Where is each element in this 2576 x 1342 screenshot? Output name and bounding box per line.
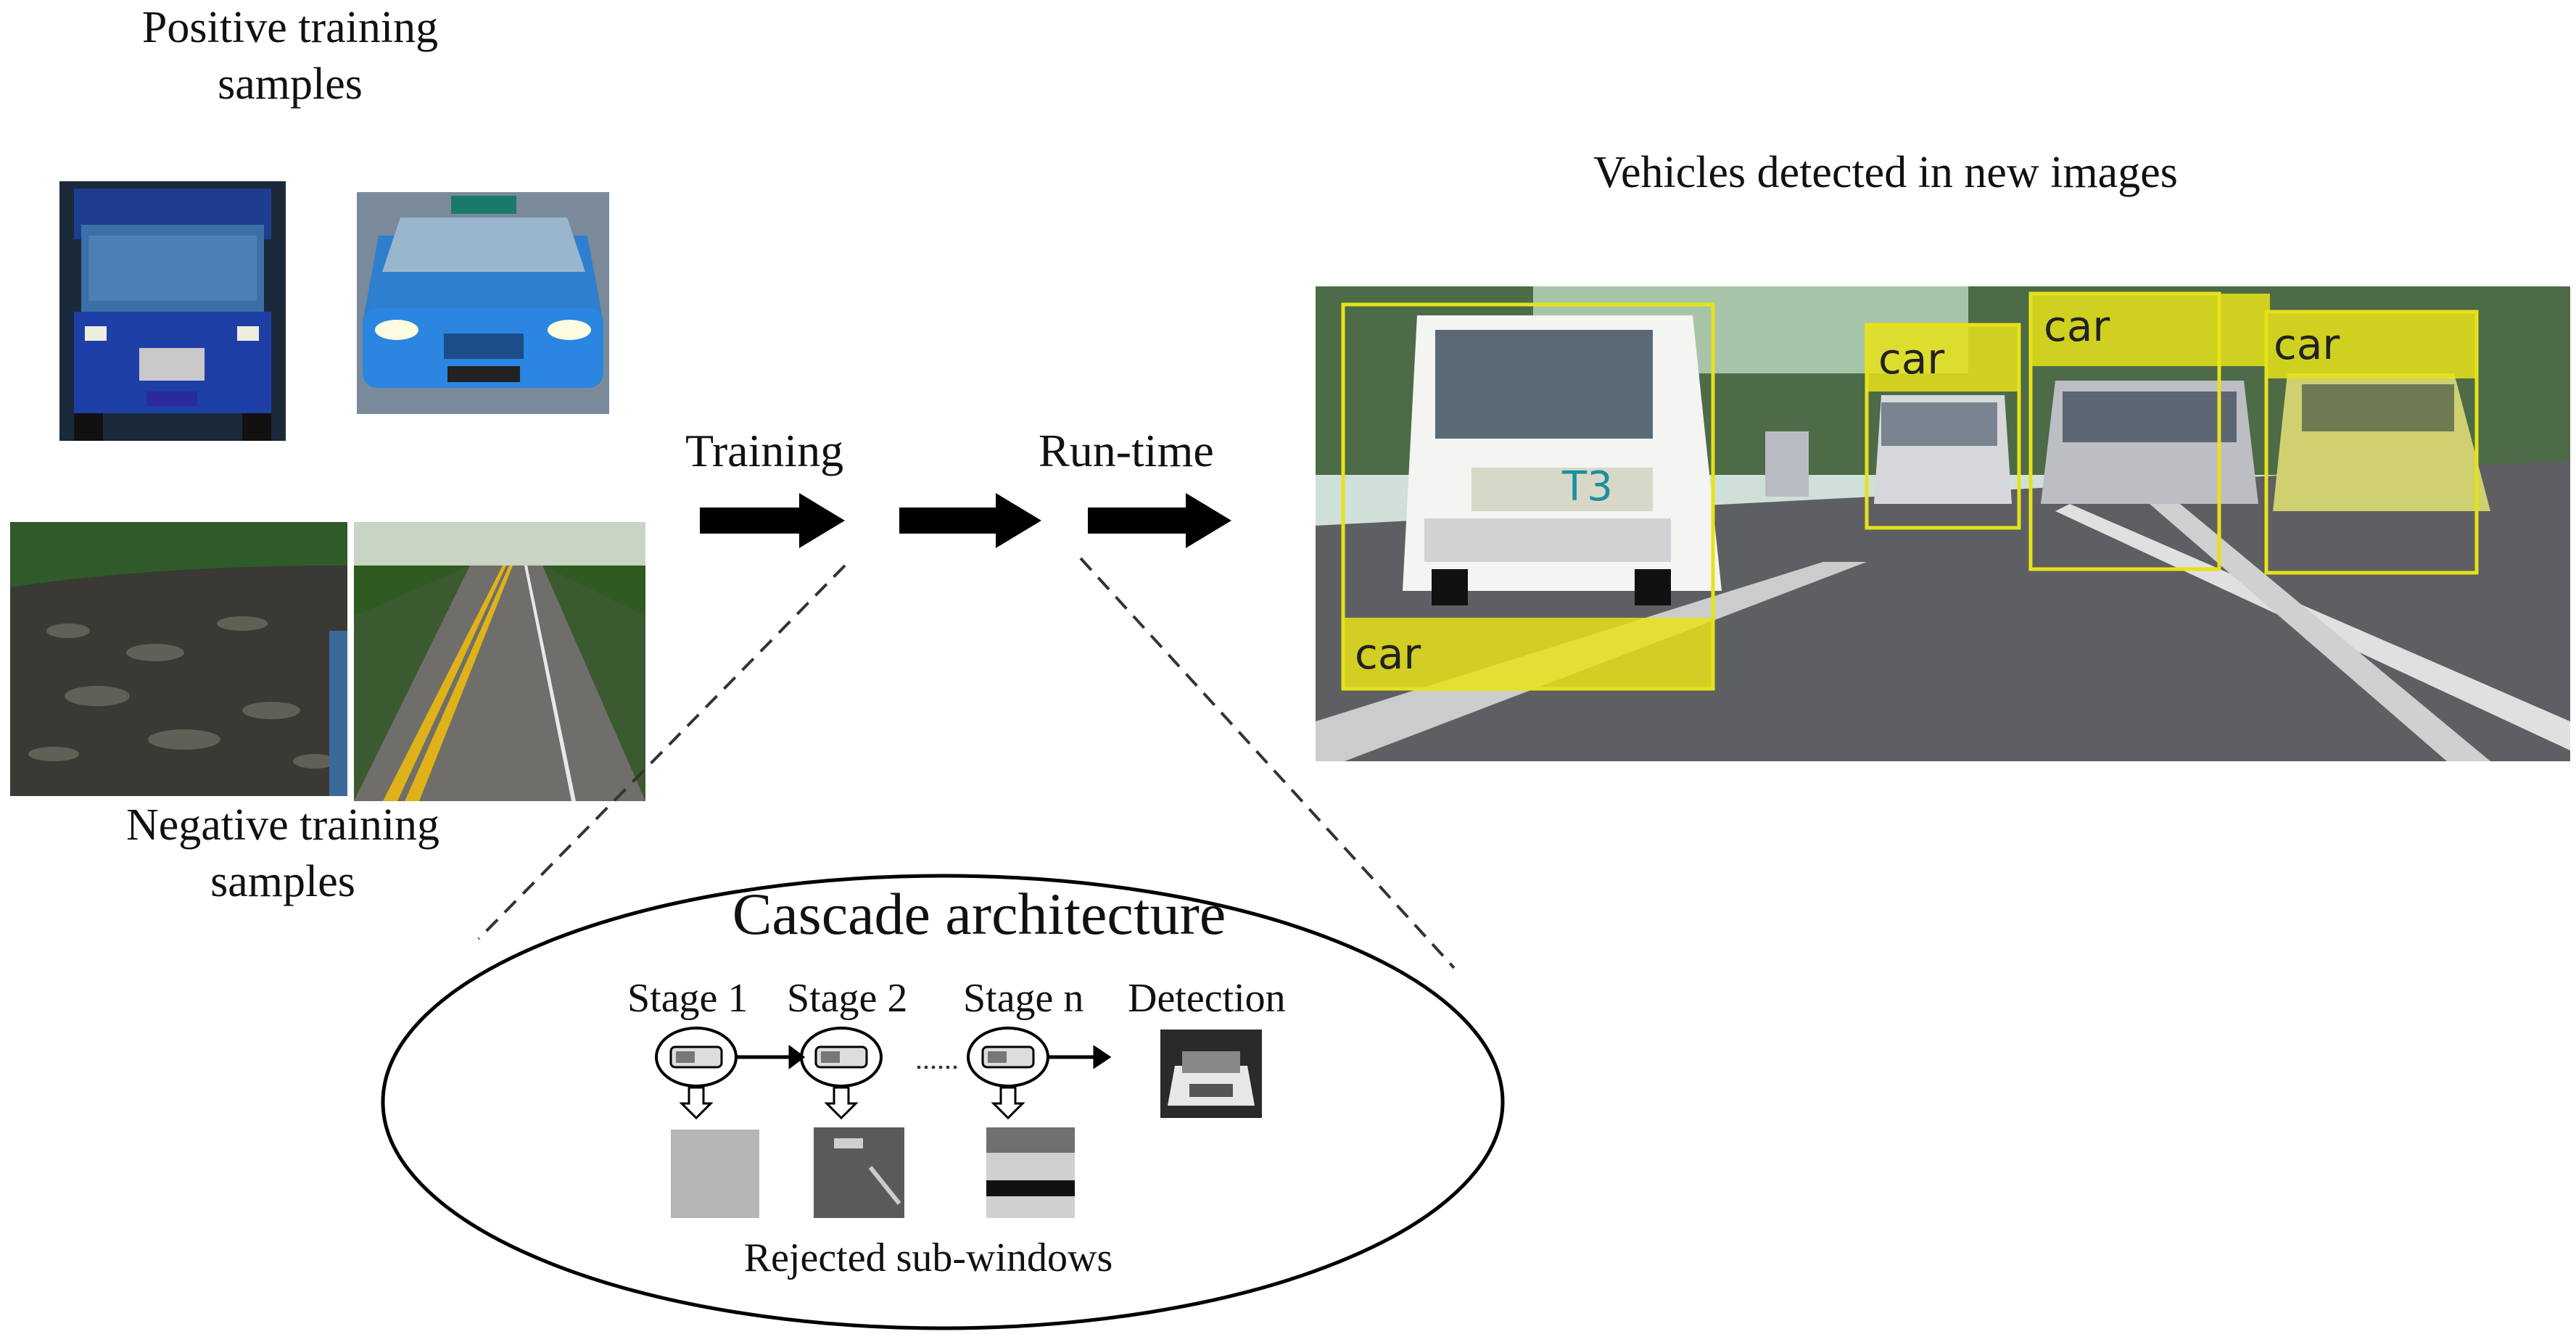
dashed-connector-line xyxy=(477,564,846,940)
detection-tag-bg xyxy=(1343,618,1713,689)
arrow-down-icon xyxy=(679,1086,714,1120)
rejected-window-3 xyxy=(986,1127,1075,1218)
rejected-window-1 xyxy=(671,1130,759,1218)
detection-thumbnail xyxy=(1160,1030,1262,1118)
vehicles-detected-label: Vehicles detected in new images xyxy=(1593,148,2178,197)
arrow-down-icon xyxy=(991,1086,1025,1120)
detection-label-car: car xyxy=(1355,629,1421,679)
detection-boxes xyxy=(1341,291,2479,691)
detection-tag-bg xyxy=(1867,325,2019,392)
positive-label-line2: samples xyxy=(218,59,363,109)
positive-samples-label: Positive training samples xyxy=(73,0,508,112)
arrow-right-icon xyxy=(899,493,1041,548)
bus-sign: T3 xyxy=(1561,463,1613,510)
run-time-label: Run-time xyxy=(1039,425,1214,476)
stage-ellipsis: ...... xyxy=(915,1043,959,1075)
rejected-sub-windows-label: Rejected sub-windows xyxy=(743,1235,1113,1280)
positive-sample-taxi xyxy=(357,192,609,414)
arrow-right-icon xyxy=(788,1045,806,1069)
training-label: Training xyxy=(685,425,844,476)
stage-2-label: Stage 2 xyxy=(787,976,908,1021)
classifier-stage-icon xyxy=(967,1027,1049,1088)
arrow-down-icon xyxy=(824,1086,859,1120)
negative-sample-empty-road xyxy=(354,522,645,801)
rejected-window-2 xyxy=(814,1127,904,1218)
arrow-right-icon xyxy=(1093,1045,1112,1069)
detection-label-car: car xyxy=(2044,302,2110,351)
negative-label-line2: samples xyxy=(210,856,355,906)
detection-tag-bg xyxy=(2031,294,2270,366)
detection-label-car: car xyxy=(1878,334,1944,384)
arrow-right-icon xyxy=(700,493,845,548)
negative-sample-shaded-road xyxy=(10,522,347,796)
detection-label-car: car xyxy=(2274,320,2340,369)
negative-label-line1: Negative training xyxy=(125,800,440,850)
positive-sample-van xyxy=(59,181,286,441)
classifier-stage-icon xyxy=(800,1027,883,1088)
negative-samples-label: Negative training samples xyxy=(65,798,500,910)
arrow-right-icon xyxy=(1088,493,1231,548)
classifier-stage-icon xyxy=(655,1027,738,1088)
dashed-connector-line xyxy=(1079,557,1456,969)
detection-label: Detection xyxy=(1128,976,1286,1021)
detection-tag-bg xyxy=(2266,312,2477,378)
cascade-ellipse xyxy=(381,874,1505,1330)
stage-n-label: Stage n xyxy=(963,976,1084,1021)
stage-1-label: Stage 1 xyxy=(627,976,748,1021)
positive-label-line1: Positive training xyxy=(141,3,439,52)
